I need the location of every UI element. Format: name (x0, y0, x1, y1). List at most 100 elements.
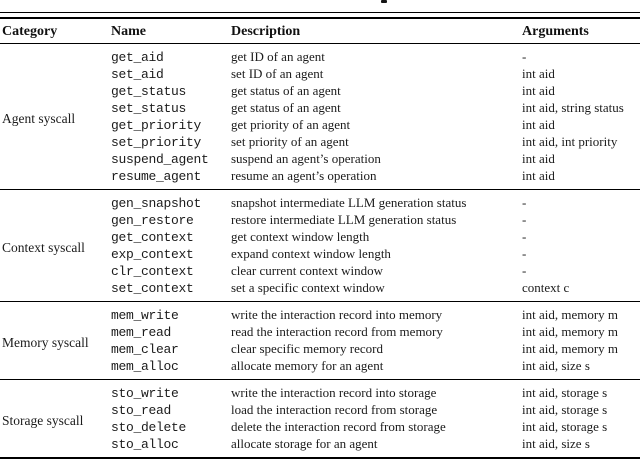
description-cell: clear specific memory record (231, 341, 383, 356)
arguments-cell: int aid, memory m (522, 307, 619, 322)
syscall-name-cell: resume_agent (111, 169, 202, 184)
arguments-cell: int aid (522, 151, 555, 166)
cropped-caption-artifact (381, 0, 387, 3)
arguments-cell: int aid (522, 66, 555, 81)
section-memory-syscall: Memory syscall mem_write write the interac… (0, 301, 640, 380)
arguments-cell: - (522, 212, 527, 227)
arguments-cell: - (522, 246, 527, 261)
syscall-name-cell: sto_read (111, 403, 172, 418)
syscall-name-cell: mem_alloc (111, 359, 179, 374)
syscall-name-cell: exp_context (111, 247, 194, 262)
description-cell: get status of an agent (231, 100, 341, 115)
description-cell: snapshot intermediate LLM generation sta… (231, 195, 467, 210)
arguments-cell: int aid, storage s (522, 385, 608, 400)
table-row: resume_agent resume an agent’s operation i… (0, 168, 640, 190)
arguments-cell: context c (522, 280, 570, 295)
arguments-cell: int aid (522, 168, 555, 183)
description-cell: write the interaction record into memory (231, 307, 443, 322)
description-cell: get status of an agent (231, 83, 341, 98)
syscall-name-cell: clr_context (111, 264, 194, 279)
description-cell: set ID of an agent (231, 66, 324, 81)
description-cell: suspend an agent’s operation (231, 151, 381, 166)
arguments-cell: int aid, string status (522, 100, 624, 115)
arguments-cell: - (522, 49, 527, 64)
arguments-cell: int aid, memory m (522, 324, 619, 339)
syscall-name-cell: suspend_agent (111, 152, 209, 167)
arguments-cell: int aid, int priority (522, 134, 618, 149)
description-cell: read the interaction record from memory (231, 324, 443, 339)
syscall-name-cell: sto_write (111, 386, 179, 401)
category-cell: Storage syscall (2, 413, 84, 428)
description-cell: write the interaction record into storag… (231, 385, 437, 400)
description-cell: load the interaction record from storage (231, 402, 438, 417)
arguments-cell: int aid, memory m (522, 341, 619, 356)
column-header-arguments: Arguments (522, 19, 640, 44)
arguments-cell: - (522, 263, 527, 278)
table-row: get_status get status of an agent int aid (0, 83, 640, 100)
syscall-name-cell: gen_restore (111, 213, 194, 228)
syscall-name-cell: get_aid (111, 50, 164, 65)
table-top-rule (0, 12, 640, 19)
table-row: get_priority get priority of an agent int … (0, 117, 640, 134)
syscall-name-cell: get_context (111, 230, 194, 245)
description-cell: allocate storage for an agent (231, 436, 378, 451)
description-cell: restore intermediate LLM generation stat… (231, 212, 457, 227)
table-row: mem_read read the interaction record from… (0, 324, 640, 341)
description-cell: allocate memory for an agent (231, 358, 384, 373)
syscall-name-cell: get_status (111, 84, 187, 99)
table-row: get_context get context window length - (0, 229, 640, 246)
arguments-cell: int aid, storage s (522, 402, 608, 417)
table-header: Category Name Description Arguments (0, 19, 640, 44)
category-cell: Agent syscall (2, 111, 76, 126)
description-cell: clear current context window (231, 263, 383, 278)
table-row: set_priority set priority of an agent int … (0, 134, 640, 151)
syscall-name-cell: mem_clear (111, 342, 179, 357)
syscall-table: Category Name Description Arguments Agen… (0, 19, 640, 459)
column-header-name: Name (111, 19, 231, 44)
syscall-name-cell: set_aid (111, 67, 164, 82)
table-row: clr_context clear current context window - (0, 263, 640, 280)
column-header-description: Description (231, 19, 522, 44)
syscall-name-cell: set_context (111, 281, 194, 296)
syscall-name-cell: set_priority (111, 135, 202, 150)
table-row: suspend_agent suspend an agent’s operatio… (0, 151, 640, 168)
table-row: Memory syscall mem_write write the interac… (0, 302, 640, 350)
section-storage-syscall: Storage syscall sto_write write the intera… (0, 379, 640, 459)
description-cell: set priority of an agent (231, 134, 349, 149)
arguments-cell: int aid, storage s (522, 419, 608, 434)
arguments-cell: int aid, size s (522, 436, 590, 451)
arguments-cell: - (522, 229, 527, 244)
syscall-name-cell: mem_write (111, 308, 179, 323)
arguments-cell: - (522, 195, 527, 210)
category-cell: Context syscall (2, 240, 85, 255)
table-row: Storage syscall sto_write write the intera… (0, 380, 640, 428)
syscall-name-cell: sto_delete (111, 420, 187, 435)
section-context-syscall: Context syscall gen_snapshot snapshot inte… (0, 189, 640, 302)
syscall-name-cell: get_priority (111, 118, 202, 133)
arguments-cell: int aid (522, 83, 555, 98)
table-row: set_aid set ID of an agent int aid (0, 66, 640, 83)
column-header-category: Category (0, 19, 111, 44)
syscall-name-cell: set_status (111, 101, 187, 116)
header-row: Category Name Description Arguments (0, 19, 640, 44)
table-row: mem_clear clear specific memory record int… (0, 341, 640, 358)
description-cell: get priority of an agent (231, 117, 351, 132)
description-cell: resume an agent’s operation (231, 168, 377, 183)
description-cell: get context window length (231, 229, 370, 244)
table-row: set_status get status of an agent int aid,… (0, 100, 640, 117)
syscall-name-cell: sto_alloc (111, 437, 179, 452)
description-cell: delete the interaction record from stora… (231, 419, 446, 434)
table-row: gen_restore restore intermediate LLM gene… (0, 212, 640, 229)
table-row: sto_read load the interaction record from… (0, 402, 640, 419)
syscall-name-cell: gen_snapshot (111, 196, 202, 211)
description-cell: get ID of an agent (231, 49, 325, 64)
section-agent-syscall: Agent syscall get_aid get ID of an agent - s… (0, 44, 640, 190)
table-row: Context syscall gen_snapshot snapshot inte… (0, 190, 640, 255)
category-cell: Memory syscall (2, 335, 89, 350)
table-row: sto_delete delete the interaction record … (0, 419, 640, 436)
syscall-name-cell: mem_read (111, 325, 172, 340)
table-row: Agent syscall get_aid get ID of an agent - (0, 44, 640, 126)
arguments-cell: int aid (522, 117, 555, 132)
